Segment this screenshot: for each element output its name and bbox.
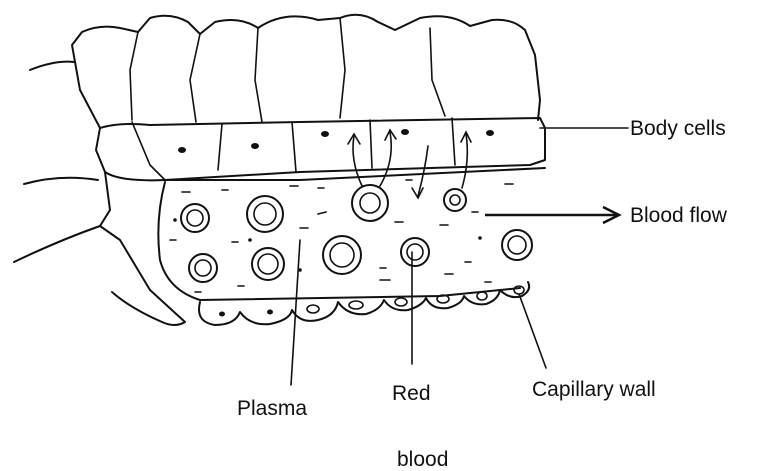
diffusion-arrows xyxy=(348,130,471,198)
plasma-leader xyxy=(291,240,300,385)
label-blood: blood xyxy=(397,449,448,470)
label-blood-flow: Blood flow xyxy=(630,205,727,226)
body-cell-band xyxy=(96,118,545,180)
label-capillary-wall: Capillary wall xyxy=(532,379,656,400)
capillary-wall-cells xyxy=(199,282,529,325)
label-red: Red xyxy=(392,383,431,404)
capillary-wall-leader xyxy=(519,294,546,368)
label-body-cells: Body cells xyxy=(630,118,726,139)
left-tissue-outlines xyxy=(14,62,185,325)
red-blood-cells xyxy=(181,185,532,282)
label-plasma: Plasma xyxy=(237,398,307,419)
upper-body-cells xyxy=(72,15,540,128)
